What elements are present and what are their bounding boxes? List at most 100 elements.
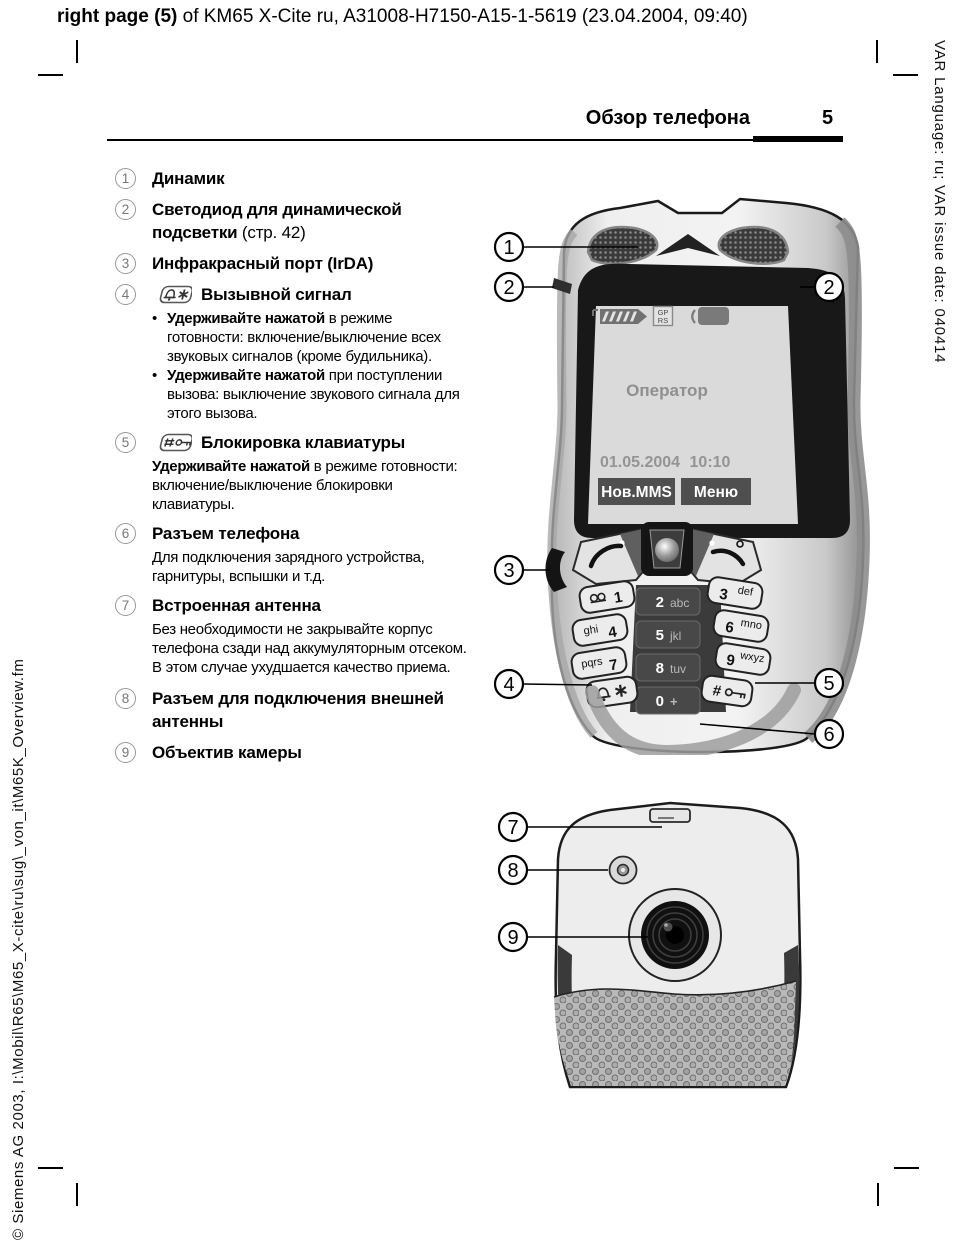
svg-text:ghi: ghi [583,623,599,637]
screen-time: 10:10 [690,454,731,471]
key-1: 1 [578,580,636,614]
key-6: 6 mno [712,609,770,643]
item-page-ref: (стр. 42) [237,223,306,242]
svg-text:6: 6 [823,724,834,746]
svg-text:6: 6 [724,619,735,637]
item-number: 2 [115,199,136,220]
callout-5: 5 [813,667,845,699]
page-number: 5 [822,107,834,129]
svg-text:def: def [737,584,755,598]
callout-9: 9 [497,921,529,953]
item-number: 8 [115,688,136,709]
bullet-bold: Удерживайте нажатой [167,367,325,384]
callout-8: 8 [497,854,529,886]
list-item: 2 Светодиод для динамической подсветки (… [115,198,487,244]
body-left-shade [547,229,598,739]
key-5: 5 jkl [635,620,701,649]
body-right-shade [803,217,870,744]
list-item: 1 Динамик [115,167,487,190]
svg-text:3: 3 [503,560,514,582]
svg-text:abc: abc [670,596,689,610]
softkey-new-mms: Нов.MMS [598,478,675,505]
svg-text:pqrs: pqrs [580,655,604,670]
svg-text:4: 4 [503,674,514,696]
battery-cover-edge [553,980,797,998]
bullet: • Удерживайте нажатой при поступлении вы… [152,366,470,423]
bullet-marker: • [152,367,157,384]
speaker-grille-left-icon [586,225,659,265]
nav-joystick [641,522,693,576]
phone-screen [588,306,798,524]
phone-back-illustration: 7 8 9 [497,801,802,1089]
antenna-latch [649,808,691,823]
callout-7: 7 [497,811,529,843]
bell-asterisk-key-icon [159,285,192,303]
svg-text:GP: GP [658,308,669,317]
callout-2-right: 2 [813,271,845,303]
battery-cover [554,981,796,1086]
callout-1: 1 [493,231,525,263]
key-3: 3 def [706,576,764,610]
svg-text:1: 1 [613,589,624,607]
svg-text:9: 9 [725,652,736,670]
svg-text:5: 5 [656,627,664,644]
leader-lines [522,246,816,735]
bullet-marker: • [152,310,157,327]
item-title: Разъем для подключения внешней антенны [152,689,444,731]
svg-text:3: 3 [718,586,729,604]
speaker-divider [656,234,720,256]
item-number: 3 [115,253,136,274]
operator-name: Оператор [626,381,708,400]
item-title: Динамик [152,169,225,188]
list-item: 8 Разъем для подключения внешней антенны [115,687,487,733]
call-handset-icon [588,543,624,569]
end-call-power-icon [710,548,746,567]
copyright-note: © Siemens AG 2003, I:\Mobil\R65\M65_X-ci… [10,658,27,1240]
item-title: Вызывной сигнал [201,285,352,304]
key-0: 0 + [635,686,701,715]
signal-strength-icon [592,309,647,324]
svg-text:Меню: Меню [694,484,738,501]
svg-text:8: 8 [656,660,664,677]
list-item: 6 Разъем телефона Для подключения зарядн… [115,522,487,586]
item-number: 5 [115,432,136,453]
item-number: 7 [115,595,136,616]
callout-6: 6 [813,718,845,750]
svg-text:1: 1 [503,237,514,259]
svg-text:wxyz: wxyz [738,649,765,665]
list-item: 5 Блокировка клав [115,431,487,514]
key-9: 9 wxyz [714,642,772,676]
item-title: Встроенная антенна [152,596,321,615]
svg-text:0: 0 [656,693,664,710]
svg-text:7: 7 [507,817,518,839]
crop-mark [76,1183,78,1206]
item-number: 9 [115,742,136,763]
list-item: 3 Инфракрасный порт (IrDA) [115,252,487,275]
svg-text:9: 9 [507,927,518,949]
bullet-text: при поступлении вызова: выключение звуко… [167,367,460,422]
svg-text:RS: RS [658,316,668,325]
svg-text:tuv: tuv [670,662,686,676]
crop-mark [893,74,918,76]
hash-key: # [700,674,754,708]
svg-text:2: 2 [823,277,834,299]
gprs-icon: GP RS [652,305,674,327]
print-header-doc-id: of KM65 X-Cite ru, A31008-H7150-A15-1-56… [177,6,748,27]
key-8: 8 tuv [635,653,701,682]
item-title: Разъем телефона [152,524,300,543]
softkey-menu: Меню [681,478,751,505]
svg-text:8: 8 [507,860,518,882]
key-4: ghi 4 [571,613,629,647]
svg-text:2: 2 [503,277,514,299]
asterisk-icon [614,684,627,697]
callout-2-left: 2 [493,271,525,303]
svg-text:5: 5 [823,673,834,695]
screen-date: 01.05.2004 [600,454,680,471]
crop-mark [894,1167,919,1169]
item-title: Инфракрасный порт (IrDA) [152,254,374,273]
crop-mark [76,40,78,63]
voicemail-icon [589,592,607,604]
svg-text:4: 4 [607,623,619,641]
header-rule [107,139,843,141]
